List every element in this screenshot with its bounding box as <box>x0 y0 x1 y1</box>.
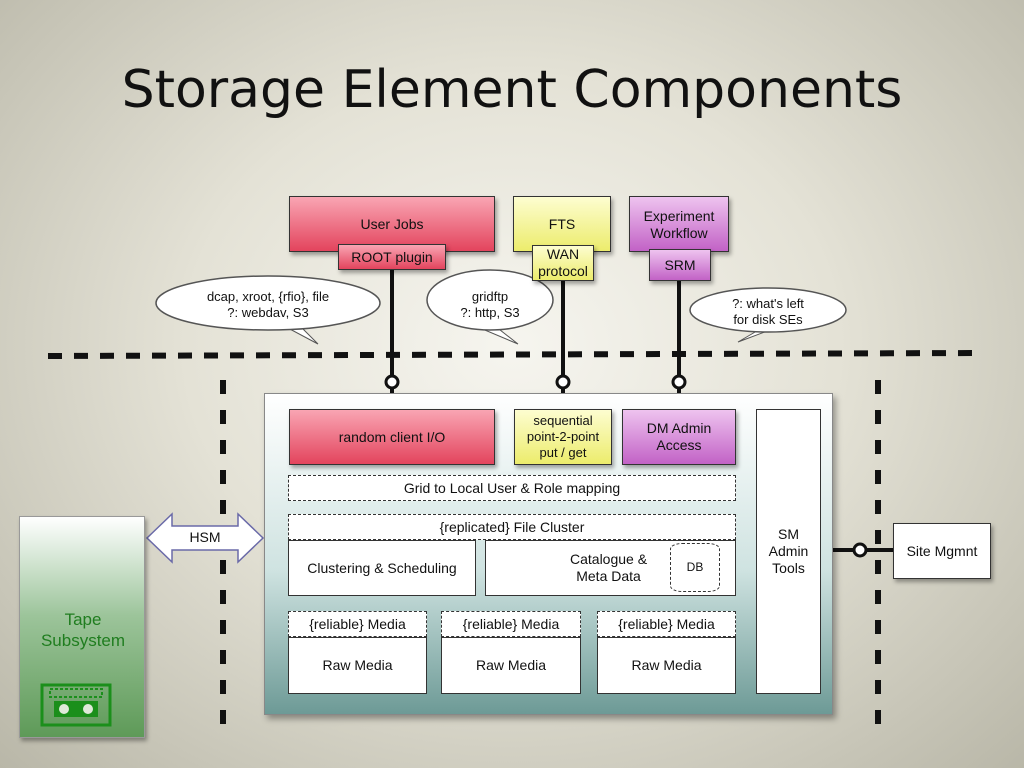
site-mgmnt-box: Site Mgmnt <box>893 523 991 579</box>
bubble-user-jobs-protocols <box>155 275 381 345</box>
sm-admin-tools-box: SM Admin Tools <box>756 409 821 694</box>
bubble-fts-protocols <box>426 269 554 345</box>
hsm-double-arrow <box>145 512 265 564</box>
experiment-workflow-box: Experiment Workflow <box>629 196 729 252</box>
reliable-media-box-3: {reliable} Media <box>597 611 736 637</box>
tape-subsystem-label: Tape Subsystem <box>40 610 126 650</box>
raw-media-box-3: Raw Media <box>597 637 736 694</box>
bubble-srm-note <box>689 287 847 343</box>
fts-box: FTS <box>513 196 611 252</box>
srm-box: SRM <box>649 249 711 281</box>
srm-note-text: ?: what's left for disk SEs <box>732 296 804 327</box>
file-cluster-box: {replicated} File Cluster <box>288 514 736 540</box>
db-cylinder: DB <box>670 543 720 592</box>
user-jobs-box: User Jobs <box>289 196 495 252</box>
reliable-media-box-1: {reliable} Media <box>288 611 427 637</box>
connector-dm-admin <box>671 374 687 390</box>
dm-admin-access-box: DM Admin Access <box>622 409 736 465</box>
clustering-scheduling-box: Clustering & Scheduling <box>288 540 476 596</box>
connector-random-io <box>384 374 400 390</box>
slide-title: Storage Element Components <box>121 60 903 120</box>
wan-protocol-box: WAN protocol <box>532 245 594 281</box>
user-jobs-protocols-text: dcap, xroot, {rfio}, file ?: webdav, S3 <box>206 289 330 320</box>
raw-media-box-1: Raw Media <box>288 637 427 694</box>
sequential-transfer-box: sequential point-2-point put / get <box>514 409 612 465</box>
random-client-io-box: random client I/O <box>289 409 495 465</box>
raw-media-box-2: Raw Media <box>441 637 581 694</box>
fts-protocols-text: gridftp ?: http, S3 <box>460 289 520 320</box>
hsm-label: HSM <box>189 529 221 545</box>
tape-subsystem-box: Tape Subsystem <box>19 516 145 738</box>
root-plugin-box: ROOT plugin <box>338 244 446 270</box>
boundary-top-dashed <box>47 350 979 359</box>
tape-cartridge-icon <box>40 683 112 727</box>
connector-site-mgmnt <box>852 542 868 558</box>
reliable-media-box-2: {reliable} Media <box>441 611 581 637</box>
connector-sequential <box>555 374 571 390</box>
grid-role-mapping-box: Grid to Local User & Role mapping <box>288 475 736 501</box>
